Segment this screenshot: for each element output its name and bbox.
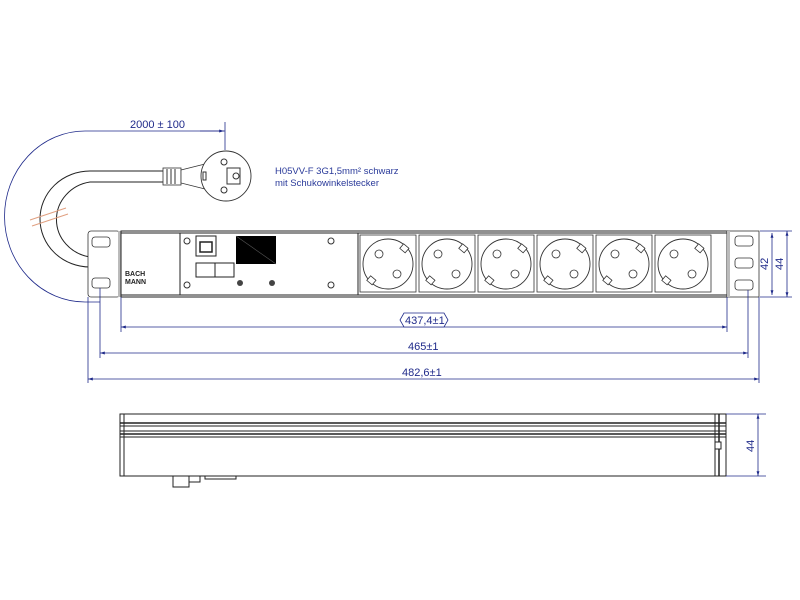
socket-4: [536, 234, 594, 293]
cable-length-dimension: 2000 ± 100: [4, 119, 226, 303]
power-cable: [29, 170, 165, 268]
side-height-label: 44: [745, 440, 757, 452]
width-dimensions: 437,4±1 465±1 482,6±1: [87, 288, 760, 383]
schuko-plug: [162, 150, 252, 202]
total-width-label: 482,6±1: [402, 367, 442, 379]
logo-top: BACH: [125, 271, 145, 278]
mount-width-label: 465±1: [408, 341, 439, 353]
cable-note-line2: mit Schukowinkelstecker: [275, 178, 379, 189]
pdu-side-view: [119, 413, 727, 488]
socket-2: [418, 234, 476, 293]
cable-note-line1: H05VV-F 3G1,5mm² schwarz: [275, 166, 399, 177]
socket-3: [477, 234, 535, 293]
socket-5: [595, 234, 653, 293]
pdu-front-view: BACH MANN: [87, 230, 760, 298]
cable-length-label: 2000 ± 100: [130, 119, 185, 131]
socket-1: [359, 234, 417, 293]
side-height-dimension: 44: [726, 413, 766, 477]
socket-6: [654, 234, 712, 293]
height-42-label: 42: [759, 258, 771, 270]
inner-width-label: 437,4±1: [405, 315, 445, 327]
logo-bottom: MANN: [125, 279, 146, 286]
height-44-label: 44: [774, 258, 786, 270]
ethernet-port-icon: [195, 235, 217, 257]
front-height-dimensions: 42 44: [759, 230, 792, 298]
